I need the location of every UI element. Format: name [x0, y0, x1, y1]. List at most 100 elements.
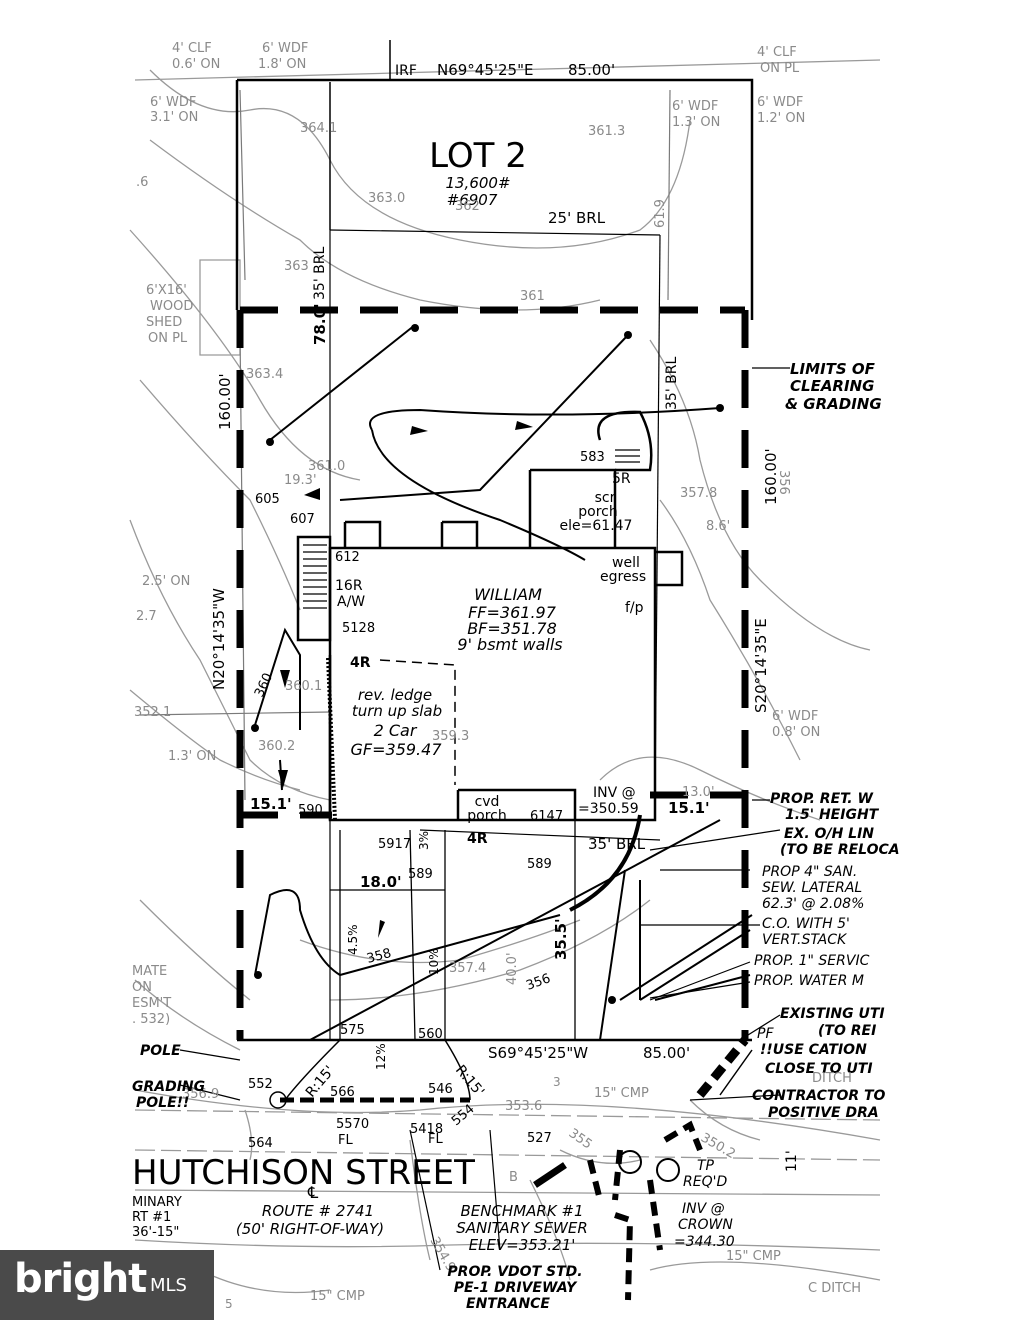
well-label-1: well [612, 555, 640, 571]
cmp-2: 15" CMP [310, 1289, 365, 1304]
fence-rw-3: 6' WDF [757, 95, 803, 110]
dim-8-6: 8.6' [706, 519, 730, 534]
south-distance: 85.00' [643, 1044, 690, 1062]
dimension-ticks [251, 324, 724, 1004]
stair-risers: 16R [335, 578, 363, 594]
screen-porch-1: scr [595, 490, 616, 506]
flow-line-1: FL [338, 1133, 353, 1148]
contour-363-0: 363.0 [368, 191, 405, 206]
flow-line-2: FL [428, 1132, 443, 1147]
fence-lw-1: 6' WDF [150, 95, 196, 110]
tp-2: REQ'D [683, 1174, 727, 1190]
spot-5128: 5128 [342, 621, 375, 636]
spot-589-a: 589 [408, 867, 433, 882]
fence-tr-2: ON PL [760, 61, 800, 76]
covered-porch-1: cvd [475, 794, 500, 810]
water-service: PROP. 1" SERVIC [754, 953, 870, 969]
fireplace-label: f/p [625, 600, 644, 616]
utility-4: CLOSE TO UTI [765, 1061, 873, 1077]
contour-357-8: 357.8 [680, 486, 717, 501]
well-label-2: egress [600, 569, 646, 585]
property-lines [235, 78, 754, 1042]
overhead-line-1: EX. O/H LIN [784, 826, 874, 842]
screen-porch-elev: ele=61.47 [560, 518, 633, 534]
fence-rw-4: 1.2' ON [757, 111, 805, 126]
dim-13-0: 13.0' [682, 785, 715, 800]
vdot-1: PROP. VDOT STD. [447, 1264, 582, 1280]
left-brl: 35' BRL [312, 247, 328, 300]
prelim-1: MINARY [132, 1195, 182, 1210]
contour-359-3: 359.3 [432, 729, 469, 744]
fence-e-1: 6' WDF [772, 709, 818, 724]
driveway [269, 1039, 471, 1109]
ledge-note-2: turn up slab [352, 702, 442, 720]
easement-3: ESM'T [132, 996, 171, 1011]
spot-564: 564 [248, 1136, 273, 1151]
fence-rw-1: 6' WDF [672, 99, 718, 114]
lot-title: LOT 2 [429, 136, 527, 176]
contour-361-0: 361.0 [308, 459, 345, 474]
street-name: HUTCHISON STREET [132, 1153, 475, 1193]
house-walls: 9' bsmt walls [457, 635, 562, 654]
contour-356-front: 356 [524, 971, 552, 994]
spot-552: 552 [248, 1077, 273, 1092]
dim-18: 18.0' [360, 873, 402, 891]
spot-560: 560 [418, 1027, 443, 1042]
house-footprint [296, 410, 684, 822]
road-width: 11' [784, 1150, 800, 1172]
fence-e-2: 0.8' ON [772, 725, 820, 740]
ledge-note-1: rev. ledge [358, 686, 432, 704]
sanitary-1: PROP 4" SAN. [762, 864, 857, 880]
spot-589-b: 589 [527, 857, 552, 872]
spot-5418: 5418 [410, 1122, 443, 1137]
benchmark-1: BENCHMARK #1 [460, 1202, 583, 1220]
benchmark-3: ELEV=353.21' [469, 1236, 576, 1254]
overhead-line-2: (TO BE RELOCA [780, 842, 900, 858]
screen-porch-2: porch [578, 504, 617, 520]
lot-area: 13,600# [445, 174, 510, 192]
dim-40-0: 40.0' [505, 952, 520, 985]
easement-1: MATE [132, 964, 167, 979]
north-distance: 85.00' [568, 61, 615, 79]
contour-6: .6 [136, 175, 148, 190]
fence-tl-1: 4' CLF [172, 41, 212, 56]
spot-607: 607 [290, 512, 315, 527]
spot-5917: 5917 [378, 837, 411, 852]
cmp-1: 15" CMP [594, 1086, 649, 1101]
pole-note-1: POLE [140, 1043, 181, 1059]
house-model: WILLIAM [474, 585, 542, 604]
logo-wordmark: bright [14, 1256, 147, 1302]
contour-357-4: 357.4 [449, 961, 486, 976]
garage-gf: GF=359.47 [351, 740, 443, 759]
route-number: ROUTE # 2741 [262, 1202, 374, 1220]
fence-tr-1: 4' CLF [757, 45, 797, 60]
callout-leaders [179, 367, 790, 1271]
inv-crown-1: INV @ [682, 1201, 725, 1217]
contour-355: 355 [566, 1126, 595, 1153]
garage-label: 2 Car [374, 721, 418, 740]
ex-3: 3 [553, 1075, 561, 1089]
easement-4: . 532) [132, 1012, 170, 1027]
utility-3: !!USE CATION [760, 1042, 867, 1058]
easement-2: ON [132, 980, 152, 995]
contour-363-4: 363.4 [246, 367, 283, 382]
contour-356: 356 [776, 470, 791, 495]
inv-label-1: INV @ [593, 785, 636, 801]
right-brl: 35' BRL [664, 357, 680, 410]
house-bf: BF=351.78 [467, 619, 557, 638]
spot-527: 527 [527, 1131, 552, 1146]
slope-10: 10% [427, 948, 441, 975]
centerline-symbol: ℄ [307, 1183, 319, 1202]
sanitary-2: SEW. LATERAL [762, 880, 862, 896]
prelim-2: RT #1 [132, 1210, 171, 1225]
fence-lw-2: 3.1' ON [150, 110, 198, 125]
logo-mls: MLS [150, 1275, 187, 1296]
fence-tm-2: 1.8' ON [258, 57, 306, 72]
step-5r: 5R [612, 471, 631, 487]
inv-crown-2: CROWN [678, 1217, 733, 1233]
north-bearing: N69°45'25"E [437, 61, 533, 79]
slope-12: 12% [374, 1043, 388, 1070]
spot-6147: 6147 [530, 809, 563, 824]
house-ff: FF=361.97 [468, 603, 557, 622]
east-bearing: S20°14'35"E [752, 618, 770, 713]
